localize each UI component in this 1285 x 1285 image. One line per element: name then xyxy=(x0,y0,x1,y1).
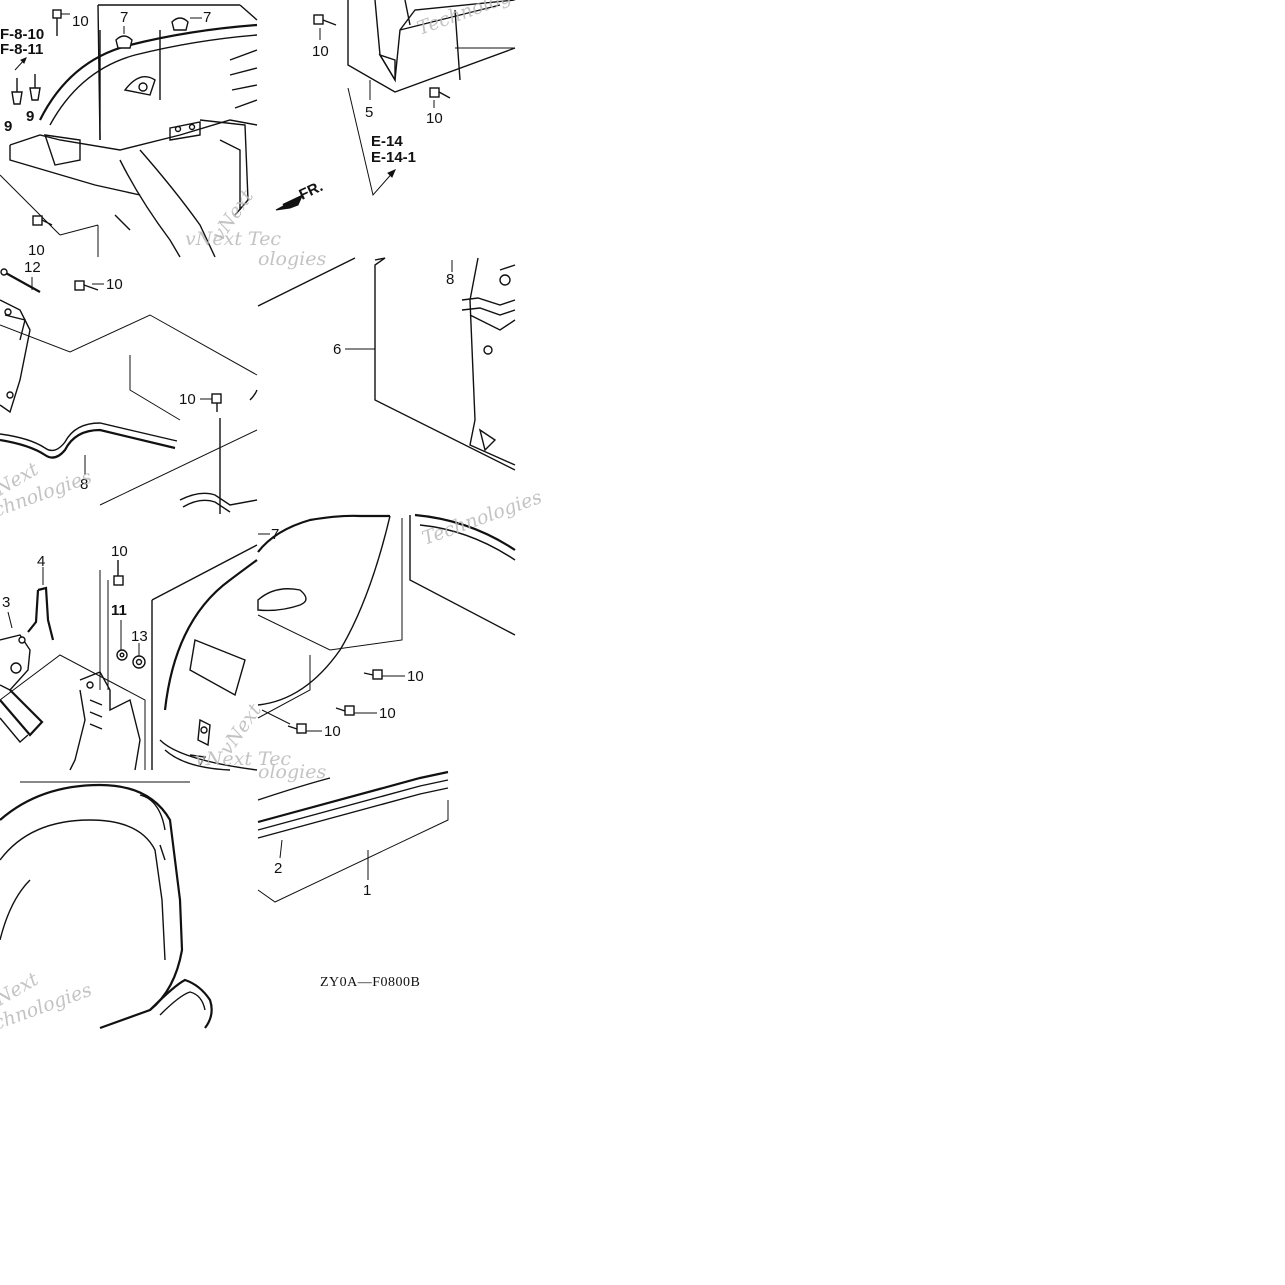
callout-7: 7 xyxy=(203,9,211,26)
callout-10: 10 xyxy=(426,110,443,127)
callout-12: 12 xyxy=(24,259,41,276)
watermark-text: vNext Tec xyxy=(195,748,291,770)
callout-10: 10 xyxy=(106,276,123,293)
bolt-icon xyxy=(113,560,124,586)
callout-10: 10 xyxy=(28,242,45,259)
grommet-icon xyxy=(132,655,146,669)
callout-2: 2 xyxy=(274,860,282,877)
bolt-icon xyxy=(200,393,222,412)
bolt-icon xyxy=(363,669,405,680)
front-arrow-icon xyxy=(275,194,304,211)
watermark-text: vNext Tec xyxy=(185,228,281,250)
clip-icon xyxy=(171,17,202,31)
front-label: FR. xyxy=(297,178,326,204)
tile-mid-left: ologies 12 10 8 10 xyxy=(0,248,326,522)
callout-1: 1 xyxy=(363,882,371,899)
callout-10: 10 xyxy=(379,705,396,722)
ref-f-8-11: F-8-11 xyxy=(0,41,43,58)
bolt-icon xyxy=(52,9,70,36)
ref-e-14: E-14 xyxy=(371,133,403,150)
watermark-text: Technologies xyxy=(414,0,540,40)
diagram-code: ZY0A—F0800B xyxy=(320,975,420,990)
ref-e-14-1: E-14-1 xyxy=(371,149,416,166)
callout-10: 10 xyxy=(72,13,89,30)
callout-3: 3 xyxy=(2,594,10,611)
callout-4: 4 xyxy=(37,553,45,570)
callout-8: 8 xyxy=(446,271,454,288)
watermark-text: ologies xyxy=(258,248,326,270)
tile-lower-middle: 7 10 10 10 ologies Technologies xyxy=(257,486,545,783)
callout-10: 10 xyxy=(407,668,424,685)
callout-5: 5 xyxy=(365,104,373,121)
tile-lower-left: 4 3 10 11 13 xyxy=(0,543,291,771)
tile-top-left: 10 7 7 F-8-10 F-8-11 9 9 xyxy=(0,4,281,259)
tile-top-middle: 10 10 5 E-14 E-14-1 FR. Technologies xyxy=(275,0,540,211)
callout-10: 10 xyxy=(312,43,329,60)
callout-7: 7 xyxy=(120,9,128,26)
clip-icon xyxy=(115,26,133,49)
callout-9: 9 xyxy=(4,118,12,135)
callout-10: 10 xyxy=(111,543,128,560)
bolt-icon xyxy=(335,705,377,716)
callout-6: 6 xyxy=(333,341,341,358)
callout-9: 9 xyxy=(26,108,34,125)
ref-f-8-10: F-8-10 xyxy=(0,26,44,43)
washer-icon xyxy=(116,649,128,661)
tile-bottom-middle: 2 1 ZY0A—F0800B xyxy=(257,770,449,990)
callout-8: 8 xyxy=(80,476,88,493)
callout-10: 10 xyxy=(324,723,341,740)
bolt-icon xyxy=(429,87,451,108)
bolt-icon xyxy=(74,280,104,291)
callout-11: 11 xyxy=(111,602,127,619)
callout-13: 13 xyxy=(131,628,148,645)
watermark-text: ologies xyxy=(258,761,326,783)
callout-10: 10 xyxy=(179,391,196,408)
bolt-icon xyxy=(313,14,337,40)
tile-mid-middle: 8 6 xyxy=(257,257,516,471)
bolt-icon xyxy=(32,215,53,226)
screw-icon xyxy=(11,78,23,105)
tile-bottom-left: Next chnologies xyxy=(0,781,213,1035)
screw-icon xyxy=(29,74,41,101)
bolt-icon xyxy=(287,723,322,734)
pin-icon xyxy=(0,268,41,293)
